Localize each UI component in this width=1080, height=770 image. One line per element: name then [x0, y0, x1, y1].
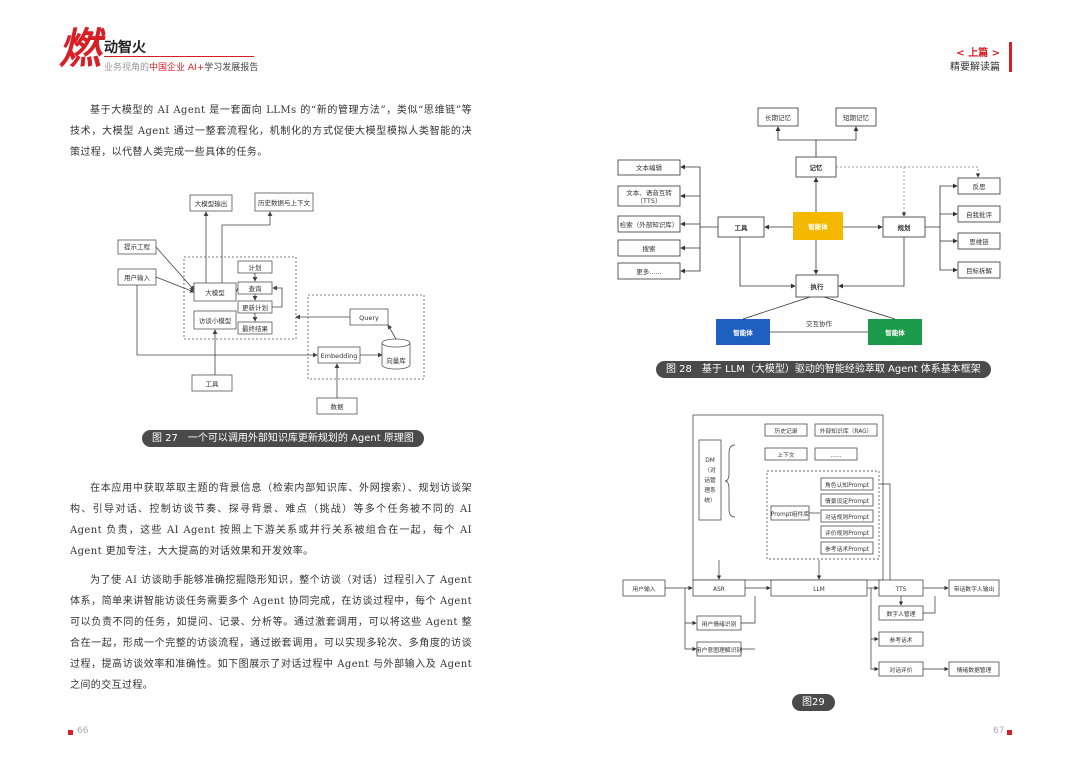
paragraph-2: 在本应用中获取萃取主题的背景信息（检索内部知识库、外网搜索）、规划访谈架构、引导…: [70, 483, 472, 557]
fig28-text-edit: 文本编辑: [636, 163, 663, 172]
fig29-prompt-manager: Prompt组件库: [771, 510, 809, 518]
fig29-prompt-2: 对话规则Prompt: [825, 513, 870, 521]
fig29-user-input: 用户输入: [632, 585, 655, 593]
page-marker-left: [68, 730, 73, 735]
fig27-plan: 计划: [249, 263, 262, 272]
figure-28: 长期记忆 短期记忆 记忆 文本编辑 文本、语音互转 （TTS） 检索（外部知识库…: [610, 100, 1020, 350]
fig29-ellipsis: ......: [830, 453, 841, 459]
fig27-vector-db: 向量库: [386, 356, 406, 365]
figure-28-caption: 图 28 基于 LLM（大模型）驱动的智能经验萃取 Agent 体系基本框架: [656, 361, 991, 378]
fig27-llm: 大模型: [205, 288, 225, 297]
fig27-embedding: Embedding: [321, 352, 358, 360]
fig29-dm-3: 理系: [704, 486, 716, 494]
fig27-data: 数据: [331, 402, 345, 411]
report-subtitle: 业务视角的中国企业 AI+学习发展报告: [104, 60, 258, 73]
figure-29-caption: 图29: [792, 694, 835, 711]
fig29-external-kb: 外部知识库（RAG）: [820, 427, 873, 435]
fig29-prompt-1: 情景设定Prompt: [825, 497, 870, 505]
subtitle-gray: 业务视角的: [104, 63, 150, 73]
fig28-search: 搜索: [643, 244, 657, 253]
fig28-agent-center: 智能体: [808, 222, 828, 231]
fig28-agent-left: 智能体: [733, 328, 753, 337]
section-tag: < 上篇 >: [956, 48, 1000, 59]
fig28-reflect: 反思: [973, 182, 987, 191]
fig29-context: 上下文: [777, 451, 795, 459]
subtitle-red: 中国企业 AI+: [149, 63, 205, 73]
subtitle-rest: 学习发展报告: [204, 63, 259, 73]
fig27-user-input: 用户输入: [124, 273, 151, 282]
fig28-decompose: 目标拆解: [966, 266, 993, 275]
fig27-history: 历史数据与上下文: [258, 198, 311, 207]
figure-27-caption: 图 27 一个可以调用外部知识库更新规划的 Agent 原理图: [142, 430, 424, 447]
paragraph-1: 基于大模型的 AI Agent 是一套面向 LLMs 的“新的管理方法”，类似“…: [70, 105, 472, 158]
fig29-dm-0: DM: [705, 458, 714, 464]
paragraph-3: 为了使 AI 访谈助手能够准确挖掘隐形知识，整个访谈（对话）过程引入了 Agen…: [70, 575, 472, 691]
fig28-chain: 思维链: [969, 237, 989, 246]
fig28-tts-line1: 文本、语音互转: [626, 188, 672, 197]
fig29-asr: ASR: [713, 587, 725, 593]
page-number-left: 66: [77, 726, 89, 736]
fig27-query: Query: [359, 314, 379, 322]
logo-brand: 动智火: [104, 40, 146, 56]
fig28-agent-right: 智能体: [885, 328, 905, 337]
fig28-exec: 执行: [811, 282, 825, 291]
fig27-update-plan: 更新计划: [242, 303, 268, 312]
fig28-more: 更多......: [636, 267, 661, 276]
fig28-tts-line2: （TTS）: [637, 197, 662, 205]
fig29-sensitive-mgmt: 情绪数据管理: [957, 666, 992, 674]
fig27-query-box: 查询: [249, 284, 263, 293]
logo-glyph: 燃: [56, 24, 110, 73]
fig28-search-kb: 检索（外部知识库）: [620, 220, 679, 229]
fig29-intent-detect: 用户意图理解识别: [696, 646, 743, 654]
fig29-dialog-eval: 对话评价: [889, 666, 912, 674]
fig29-ref-text: 参考话术: [889, 636, 912, 644]
fig29-prompt-3: 评价规则Prompt: [825, 529, 870, 537]
section-title: 精要解读篇: [950, 62, 1000, 73]
figure-29: 历史记录 外部知识库（RAG） 上下文 ...... DM （对 话管 理系 统…: [615, 410, 1015, 690]
fig28-plan: 规划: [898, 223, 912, 232]
page-marker-right: [1007, 730, 1012, 735]
fig28-long-memory: 长期记忆: [765, 113, 792, 122]
fig29-dm-2: 话管: [704, 476, 716, 484]
fig27-prompt-eng: 提示工程: [124, 242, 151, 251]
fig29-llm: LLM: [813, 587, 824, 593]
fig29-tts: TTS: [895, 587, 907, 593]
fig28-short-memory: 短期记忆: [843, 113, 870, 122]
fig29-history: 历史记录: [774, 427, 797, 435]
fig29-prompt-4: 参考话术Prompt: [825, 545, 870, 553]
fig29-digital-mgmt: 数字人管理: [887, 610, 916, 618]
fig29-emotion-detect: 用户情绪识别: [702, 620, 737, 628]
fig29-dm-4: 统）: [704, 496, 716, 504]
figure-27: 大模型输出 历史数据与上下文 提示工程 用户输入 大模型 访谈小模型 计划 查询…: [110, 185, 430, 420]
page-number-right: 67: [993, 726, 1005, 736]
fig28-memory: 记忆: [810, 163, 824, 172]
fig28-collab: 交互协作: [806, 319, 833, 328]
fig27-small-model: 访谈小模型: [199, 316, 232, 325]
fig28-self-critique: 自我批评: [966, 210, 993, 219]
logo-rule: [104, 56, 254, 57]
fig29-prompt-0: 角色认知Prompt: [825, 481, 870, 489]
fig29-digital-output: 带话数字人输出: [954, 585, 995, 593]
fig27-model-output: 大模型输出: [195, 199, 228, 208]
section-bar: [1009, 42, 1012, 72]
fig27-final-result: 最终结果: [242, 324, 269, 333]
fig28-tool: 工具: [735, 223, 749, 232]
fig29-dm-1: （对: [704, 466, 716, 474]
fig27-tools: 工具: [206, 380, 220, 388]
